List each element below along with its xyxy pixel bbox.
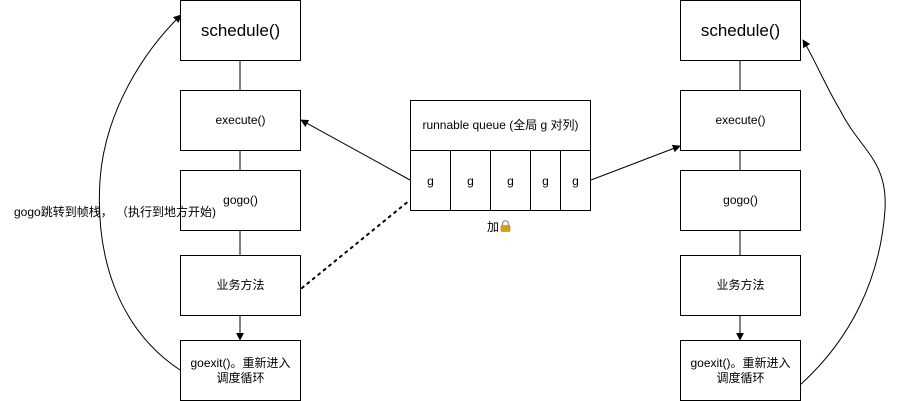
- queue-cell: g: [490, 150, 531, 211]
- lock-label: 加: [487, 218, 511, 235]
- left-business-box: 业务方法: [180, 255, 301, 316]
- right-business-box: 业务方法: [680, 255, 801, 316]
- left-goexit-box: goexit()。重新进入调度循环: [180, 340, 301, 401]
- queue-to-left-execute-arrow: [300, 119, 411, 181]
- queue-to-right-execute-arrow: [590, 144, 681, 181]
- left-goexit-label: goexit()。重新进入调度循环: [190, 355, 291, 385]
- left-schedule-box: schedule(): [180, 0, 301, 61]
- right-goexit-label: goexit()。重新进入调度循环: [690, 355, 791, 385]
- right-loop-arrow: [799, 39, 886, 386]
- queue-cell: g: [560, 150, 591, 211]
- left-execute-box: execute(): [180, 90, 301, 151]
- queue-title-box: runnable queue (全局 g 对列): [410, 100, 591, 151]
- gogo-annotation: gogo跳转到帧栈， （执行到地方开始): [14, 205, 217, 219]
- lock-text: 加: [487, 220, 500, 234]
- left-gogo-box: gogo(): [180, 170, 301, 231]
- right-schedule-box: schedule(): [680, 0, 801, 61]
- right-goexit-box: goexit()。重新进入调度循环: [680, 340, 801, 401]
- dotted-link: [301, 199, 411, 289]
- padlock-icon: [500, 220, 511, 235]
- left-loop-arrow: [98, 14, 182, 371]
- queue-cell: g: [530, 150, 561, 211]
- right-gogo-box: gogo(): [680, 170, 801, 231]
- queue-cell: g: [450, 150, 491, 211]
- right-execute-box: execute(): [680, 90, 801, 151]
- queue-cell: g: [410, 150, 451, 211]
